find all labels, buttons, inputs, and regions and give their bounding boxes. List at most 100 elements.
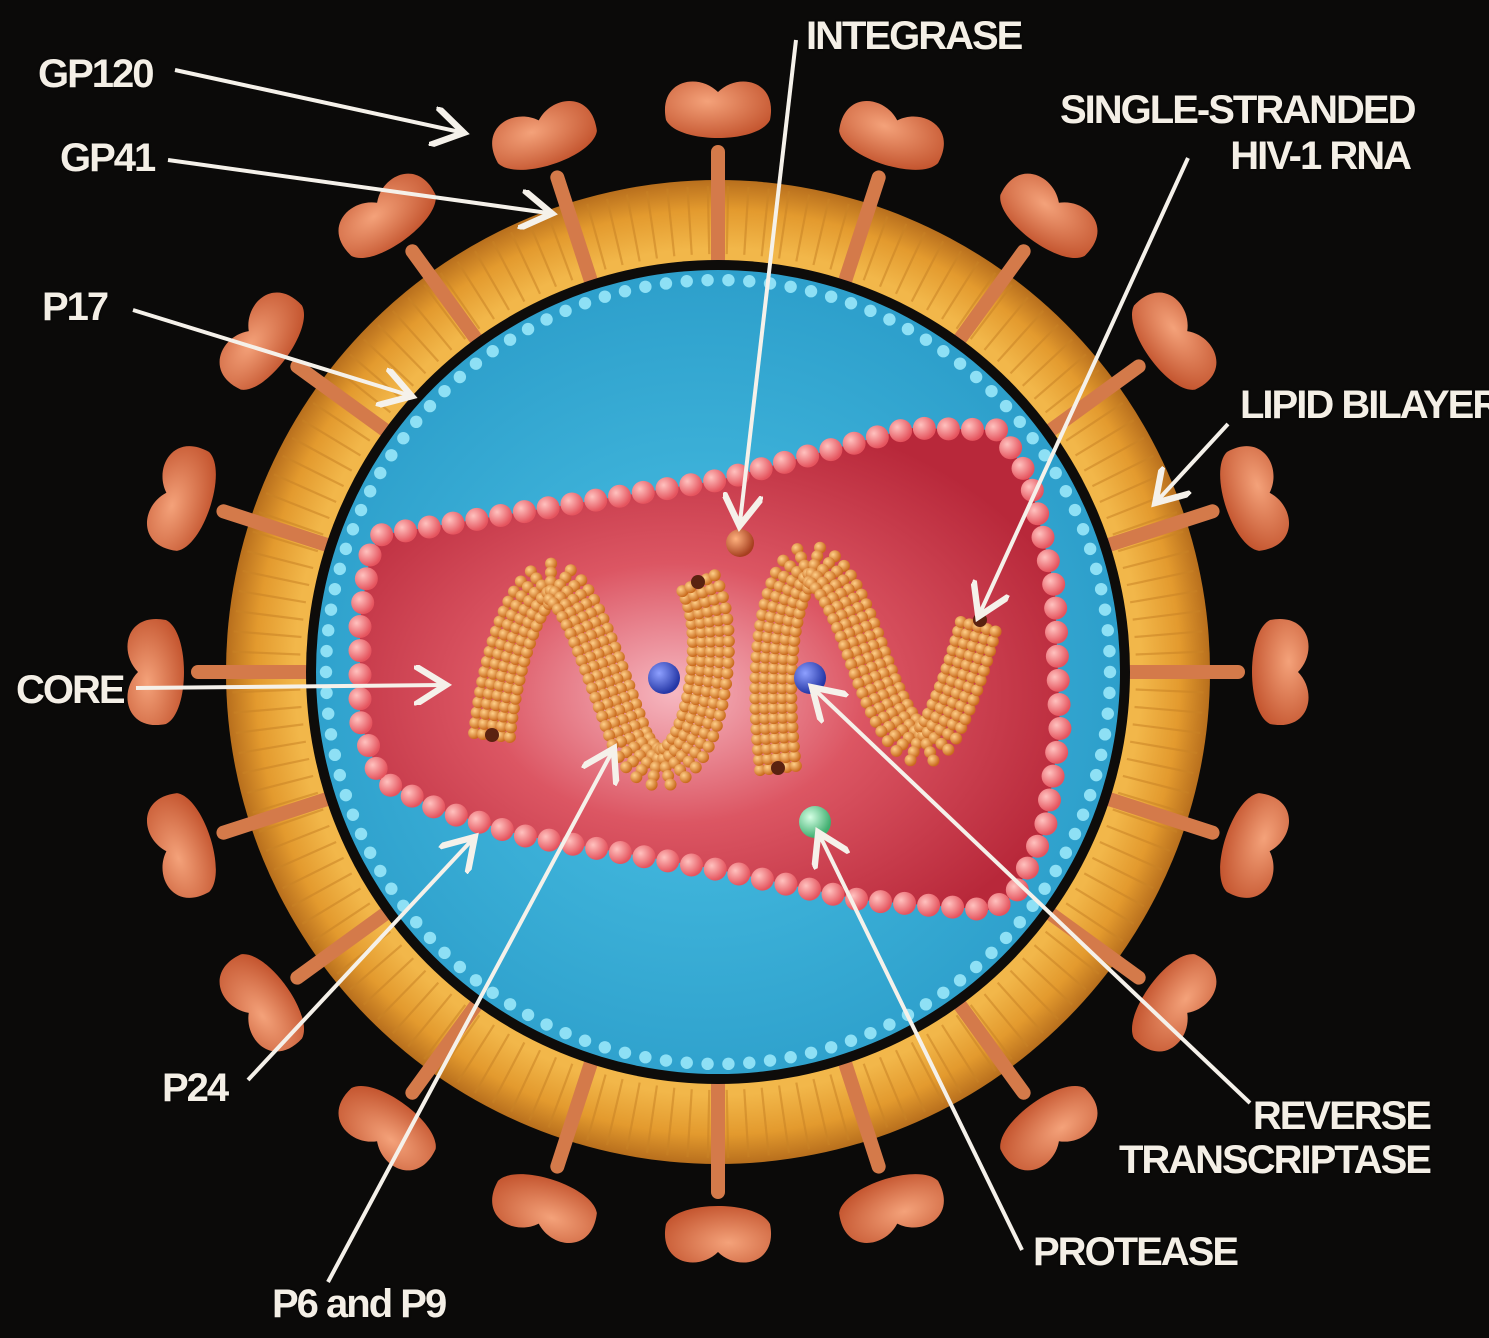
matrix-dot	[883, 313, 895, 325]
matrix-dot	[410, 416, 422, 428]
matrix-dot	[454, 371, 466, 383]
matrix-dot	[1077, 809, 1089, 821]
gp120-cap	[485, 94, 603, 181]
capsid-bead	[1044, 597, 1067, 620]
capsid-bead	[869, 890, 892, 913]
matrix-dot	[845, 1035, 857, 1047]
capsid-bead	[560, 492, 583, 515]
capsid-bead	[988, 893, 1011, 916]
capsid-bead	[422, 795, 445, 818]
capsid-bead	[365, 757, 388, 780]
label-p24: P24	[162, 1066, 227, 1110]
matrix-dot	[970, 371, 982, 383]
matrix-dot	[805, 285, 817, 297]
rna-strand-end	[973, 613, 987, 627]
capsid-bead	[489, 504, 512, 527]
capsid-bead	[513, 500, 536, 523]
gp120-cap-shape	[1119, 943, 1227, 1062]
matrix-dot	[334, 769, 346, 781]
capsid-bead	[401, 785, 424, 808]
matrix-dot	[681, 1057, 693, 1069]
rna-bead	[711, 720, 723, 732]
rna-bead	[718, 688, 730, 700]
rna-bead	[717, 591, 729, 603]
gp120-cap	[127, 619, 184, 725]
matrix-dot	[504, 998, 516, 1010]
capsid-bead	[1016, 857, 1039, 880]
matrix-dot	[522, 323, 534, 335]
gp120-cap-shape	[140, 439, 227, 557]
capsid-bead	[514, 824, 537, 847]
rna-bead	[723, 635, 735, 647]
gp120-cap-shape	[485, 94, 603, 181]
matrix-dot	[1084, 543, 1096, 555]
capsid-bead	[656, 849, 679, 872]
capsid-bead	[999, 436, 1022, 459]
matrix-dot	[985, 947, 997, 959]
gp120-cap-shape	[1209, 439, 1296, 557]
matrix-dot	[1099, 728, 1111, 740]
matrix-dot	[340, 543, 352, 555]
gp120-cap	[1119, 943, 1227, 1062]
matrix-dot	[954, 357, 966, 369]
matrix-dot	[486, 987, 498, 999]
matrix-dot	[825, 290, 837, 302]
matrix-dot	[1102, 707, 1114, 719]
matrix-dot	[1090, 563, 1102, 575]
capsid-bead	[442, 512, 465, 535]
matrix-dot	[1099, 603, 1111, 615]
matrix-dot	[322, 624, 334, 636]
matrix-dot	[438, 947, 450, 959]
rna-bead	[664, 779, 676, 791]
matrix-dot	[784, 281, 796, 293]
rna-bead	[703, 741, 715, 753]
matrix-dot	[639, 1051, 651, 1063]
rna-bead	[709, 569, 721, 581]
matrix-dot	[1069, 828, 1081, 840]
matrix-dot	[1014, 916, 1026, 928]
gp120-cap	[1209, 787, 1296, 905]
capsid-bead	[465, 508, 488, 531]
rna-strand-end	[691, 575, 705, 589]
matrix-dot	[701, 1058, 713, 1070]
capsid-bead	[917, 894, 940, 917]
matrix-dot	[722, 274, 734, 286]
gp120-cap-shape	[833, 94, 951, 181]
gp120-cap	[1119, 282, 1227, 401]
matrix-dot	[325, 728, 337, 740]
label-protease: PROTEASE	[1033, 1230, 1237, 1274]
matrix-dot	[805, 1047, 817, 1059]
capsid-bead	[704, 858, 727, 881]
matrix-dot	[579, 297, 591, 309]
capsid-bead	[585, 837, 608, 860]
capsid-bead	[843, 432, 866, 455]
label-rt-line2: TRANSCRIPTASE	[1100, 1138, 1430, 1182]
matrix-dot	[329, 749, 341, 761]
matrix-dot	[438, 385, 450, 397]
matrix-dot	[522, 1009, 534, 1021]
capsid-bead	[357, 734, 380, 757]
matrix-dot	[355, 828, 367, 840]
matrix-dot	[540, 313, 552, 325]
capsid-bead	[893, 892, 916, 915]
matrix-dot	[1090, 769, 1102, 781]
matrix-dot	[454, 961, 466, 973]
capsid-bead	[349, 615, 372, 638]
matrix-dot	[845, 297, 857, 309]
label-core: CORE	[16, 668, 124, 712]
rna-bead	[721, 613, 733, 625]
gp120-cap-shape	[833, 1163, 951, 1250]
capsid-bead	[1034, 812, 1057, 835]
matrix-dot	[325, 603, 337, 615]
capsid-bead	[370, 523, 393, 546]
gp120-cap	[833, 1163, 951, 1250]
matrix-dot	[920, 998, 932, 1010]
matrix-dot	[764, 1054, 776, 1066]
reverse-transcriptase-right	[794, 662, 826, 694]
capsid-bead	[937, 417, 960, 440]
rna-bead	[723, 646, 735, 658]
matrix-dot	[385, 882, 397, 894]
matrix-dot	[320, 666, 332, 678]
matrix-dot	[322, 707, 334, 719]
matrix-dot	[681, 275, 693, 287]
